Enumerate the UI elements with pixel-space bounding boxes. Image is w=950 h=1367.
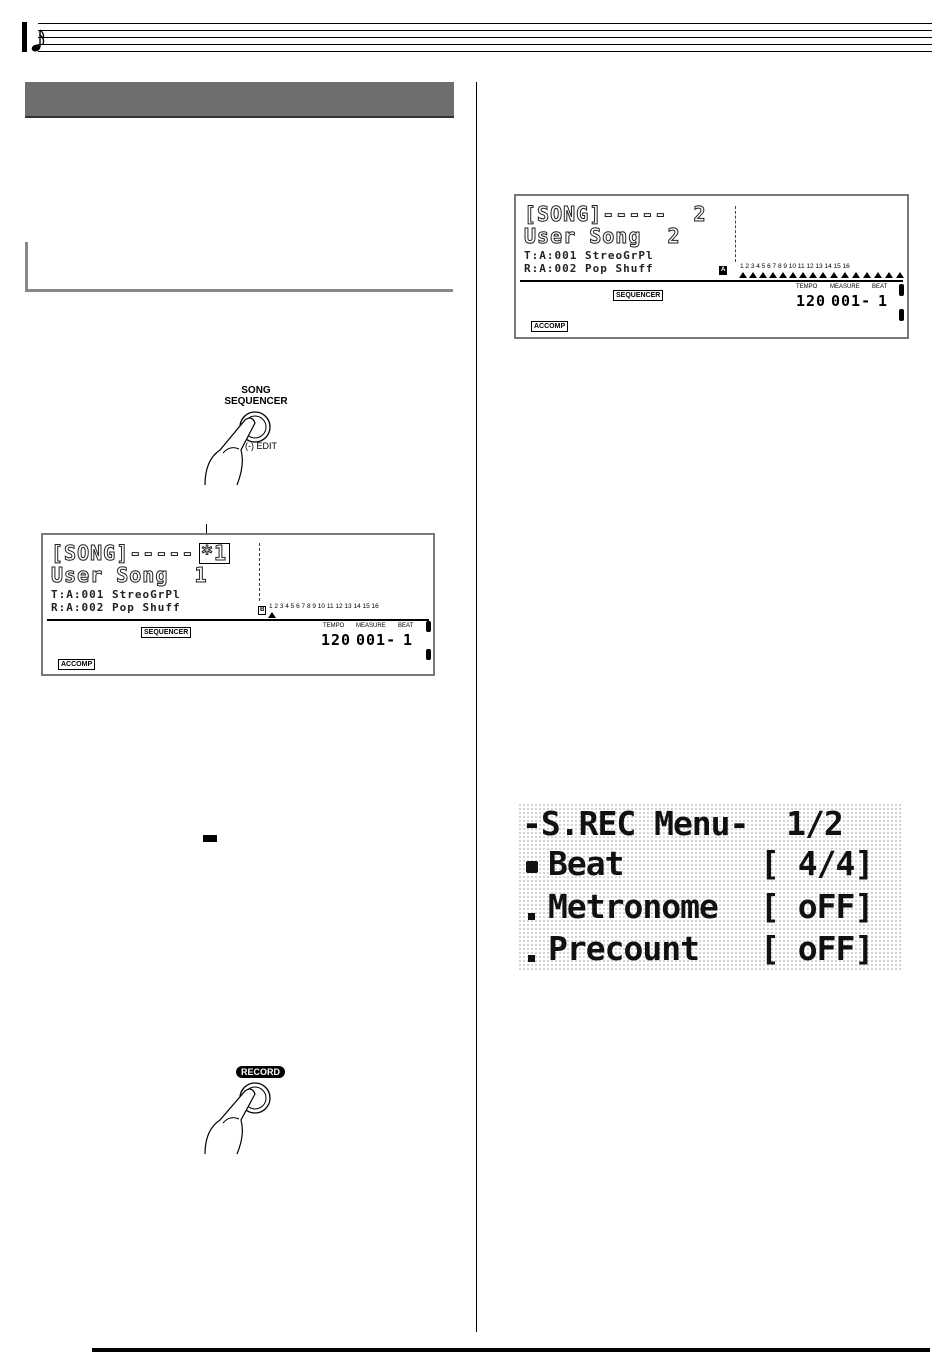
beat-value: 1 (403, 631, 414, 649)
lcd-line1: [SONG]----- (50, 541, 195, 566)
lcd-indicator (899, 284, 904, 296)
lcd-indicator (426, 621, 431, 632)
menu-row-beat-value: [ 4/4] (760, 844, 874, 883)
measure-value: 001- (831, 292, 872, 310)
section-heading-bar (25, 82, 454, 118)
lcd-indicator (426, 649, 431, 660)
lcd-display-song2: [SONG]----- 2 User Song 2 T:A:001 StreoG… (514, 194, 909, 339)
song-number-highlight-box (199, 543, 230, 564)
column-divider (476, 82, 477, 1332)
pressing-finger-icon (204, 1088, 256, 1155)
section-letter: B (258, 606, 267, 615)
menu-row-metronome-value: [ oFF] (760, 887, 874, 926)
footer-rule (92, 1348, 930, 1352)
staff-bar (22, 22, 27, 52)
lcd-line3: T:A:001 StreoGrPl (51, 588, 181, 601)
measure-label: MEASURE (830, 284, 860, 290)
track-marker-icon (268, 612, 276, 618)
staff-line (38, 44, 932, 45)
lcd-divider (47, 619, 429, 621)
subsection-heading-box (25, 242, 453, 292)
sequencer-tag: SEQUENCER (141, 627, 192, 638)
row-bullet-icon (528, 913, 535, 920)
tempo-value: 120 (796, 292, 827, 310)
measure-label: MEASURE (356, 623, 386, 629)
lcd-divider (520, 280, 903, 282)
record-button[interactable] (195, 1078, 285, 1158)
rec-menu-display: -S.REC Menu- 1/2 Beat [ 4/4] Metronome [… (518, 803, 903, 970)
song-label: SONG (241, 385, 271, 396)
lcd-line1: [SONG]----- 2 (524, 202, 707, 227)
edit-label: (-) EDIT (245, 441, 277, 451)
staff-line (38, 51, 932, 52)
sequencer-tag: SEQUENCER (613, 290, 664, 301)
record-label: RECORD (236, 1066, 286, 1078)
beat-value: 1 (878, 292, 889, 310)
level-meter (259, 543, 261, 601)
lcd-indicator (899, 309, 904, 321)
staff-line (38, 37, 932, 38)
tempo-label: TEMPO (323, 623, 345, 629)
menu-row-precount-value: [ oFF] (760, 929, 874, 968)
staff-line (38, 30, 932, 31)
lcd-line4: R:A:002 Pop Shuff (524, 262, 654, 275)
menu-row-metronome-label[interactable]: Metronome (548, 887, 719, 926)
accomp-tag: ACCOMP (58, 659, 96, 670)
section-letter: A (719, 266, 728, 275)
beat-label: BEAT (398, 623, 414, 629)
lcd-line4: R:A:002 Pop Shuff (51, 601, 181, 614)
row-bullet-icon (528, 955, 535, 962)
selected-row-bullet-icon (526, 861, 538, 873)
staff-line (38, 23, 932, 24)
tempo-value: 120 (321, 631, 352, 649)
sequencer-label: SEQUENCER (224, 396, 288, 407)
minus-indicator-icon (203, 835, 217, 842)
measure-value: 001- (356, 631, 397, 649)
lcd-line2: User Song 2 (524, 224, 681, 249)
tempo-label: TEMPO (796, 284, 818, 290)
pressing-finger-icon (204, 417, 256, 486)
track-numbers: 1 2 3 4 5 6 7 8 9 10 11 12 13 14 15 16 (269, 603, 379, 610)
lcd-line2: User Song 1 (51, 563, 208, 588)
sixteenth-note-icon (31, 29, 45, 52)
menu-row-beat-label[interactable]: Beat (548, 844, 624, 883)
accomp-tag: ACCOMP (531, 321, 569, 332)
menu-row-precount-label[interactable]: Precount (548, 929, 700, 968)
lcd-song-number: *1 (200, 541, 228, 566)
lcd-line3: T:A:001 StreoGrPl (524, 249, 654, 262)
rec-menu-title: -S.REC Menu- 1/2 (522, 804, 844, 843)
track-markers (739, 272, 904, 278)
song-sequencer-button[interactable] (195, 405, 285, 490)
beat-label: BEAT (872, 284, 888, 290)
lcd-display-song1: [SONG]----- *1 User Song 1 T:A:001 Streo… (41, 533, 435, 676)
track-numbers: 1 2 3 4 5 6 7 8 9 10 11 12 13 14 15 16 (740, 263, 850, 270)
level-meter (735, 206, 737, 262)
